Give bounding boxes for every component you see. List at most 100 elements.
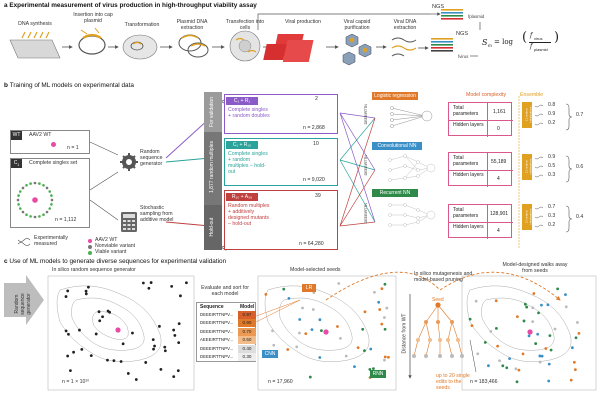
sequence-dot xyxy=(149,281,153,284)
seed-dot xyxy=(380,287,384,291)
training-set-2: C₁ + R₁₀ Complete singles + random multi… xyxy=(224,138,338,186)
validation-band xyxy=(204,92,222,132)
panel-c-title: Use of ML models to generate diverse seq… xyxy=(9,258,227,265)
seed-dot xyxy=(361,327,365,331)
landscape-2-dots xyxy=(263,282,390,379)
legend-wt: AAV2 WT xyxy=(95,237,118,243)
lr-params-label: Total parameters xyxy=(453,105,479,117)
seed-dot xyxy=(282,287,286,291)
legend-nonviable: Nonviable variant xyxy=(95,243,136,249)
step-viral-production: Viral production xyxy=(285,19,321,25)
training-set-1: C₁ + R₁ Complete singles + random double… xyxy=(224,94,338,134)
c1-tag: C1 xyxy=(11,159,22,168)
transfection-cell-icon xyxy=(229,30,261,62)
tree-node xyxy=(450,320,454,324)
ensemble-tag-3 xyxy=(522,204,532,230)
table-row-score: 0.70 xyxy=(238,327,256,336)
walk-dot xyxy=(501,364,505,368)
step-viral-dna-extraction: Viral DNA extraction xyxy=(393,19,417,31)
c1-tag-sub: 1 xyxy=(17,163,20,167)
sub-mutagenesis: In silico mutagenesis and model-based pr… xyxy=(414,271,473,283)
variant-dot xyxy=(25,213,28,217)
tree-node xyxy=(416,338,420,342)
tree-node xyxy=(446,338,450,342)
variant-dot xyxy=(21,210,25,214)
model-cnn-label: Convolutional NN xyxy=(372,142,422,150)
legend-viable-dot xyxy=(88,251,92,255)
walk-dot xyxy=(536,332,540,336)
sequence-dot xyxy=(185,281,188,285)
walk-dot xyxy=(474,299,478,303)
table-head-seq: Sequence xyxy=(200,304,224,310)
plasmid-extraction-icon xyxy=(178,34,209,58)
formula-sub: m xyxy=(488,43,492,48)
wt-dot xyxy=(323,329,329,335)
set2-title: C₁ + R₁₀ xyxy=(226,141,258,149)
walk-dot xyxy=(534,342,538,345)
variant-dot xyxy=(18,207,22,210)
ens-3-avg: 0.4 xyxy=(576,214,584,220)
wt-box: WT AAV2 WT n = 1 xyxy=(10,130,90,154)
variant-dot xyxy=(42,183,45,187)
walk-dot xyxy=(470,324,474,328)
sequence-dot xyxy=(64,295,68,298)
ens-3-3: 0.2 xyxy=(548,222,556,228)
seed-dot xyxy=(339,337,342,340)
wt-dot xyxy=(527,329,533,335)
wt-count: n = 1 xyxy=(67,145,79,151)
walk-dot xyxy=(531,306,535,310)
set3-title: R₁₀ + A₃₉ xyxy=(226,193,258,201)
variant-dot xyxy=(25,183,28,187)
walk-dot xyxy=(556,287,560,291)
rnn-tag: RNN xyxy=(370,370,386,378)
rnn-divider xyxy=(449,222,513,223)
walk-dot xyxy=(549,348,553,352)
table-row-sequence: DEEEIRTTNPV... xyxy=(200,354,234,359)
walk-dot xyxy=(564,305,568,309)
cnn-vdivider xyxy=(487,153,488,187)
walk-dot xyxy=(498,359,502,363)
ngs-top-label: NGS xyxy=(432,4,445,10)
rnn-network-icon xyxy=(388,203,436,227)
formula-fraction-bar xyxy=(529,42,551,43)
landscape-3-dots xyxy=(468,287,581,384)
variant-dot xyxy=(29,215,32,218)
c1-ring-dots xyxy=(16,181,54,219)
seed-dot xyxy=(295,345,299,349)
tree-node xyxy=(438,338,442,342)
panel-a-heading: a Experimental measurement of virus prod… xyxy=(4,2,257,9)
walk-dot xyxy=(522,319,526,323)
seed-dot xyxy=(369,347,373,351)
legend-wt-dot xyxy=(88,239,92,243)
c1-tag-letter: C xyxy=(13,160,18,166)
ens-2-avg: 0.6 xyxy=(576,164,584,170)
wt-tag: WT xyxy=(11,131,22,140)
seed-dot xyxy=(304,332,308,336)
table-row-score: 0.97 xyxy=(238,311,256,319)
walk-dot xyxy=(544,347,548,350)
seed-dot xyxy=(264,292,268,296)
formula-s: S xyxy=(482,38,488,47)
ens-1-1: 0.8 xyxy=(548,102,556,108)
set3-ring-label: 39 xyxy=(315,193,321,199)
ens-2-2: 0.5 xyxy=(548,163,556,169)
variant-dot xyxy=(33,215,37,219)
cnn-params-label: Total parameters xyxy=(453,155,479,167)
wt-label: AAV2 WT xyxy=(29,132,52,138)
lr-layers-value: 0 xyxy=(497,126,500,132)
walk-dot xyxy=(537,311,540,315)
sequence-dot xyxy=(173,334,177,337)
sequence-dot xyxy=(163,345,167,349)
walk-dot xyxy=(548,334,552,338)
sequence-dot xyxy=(97,310,101,314)
set2-desc: Complete singles + random multiples – ho… xyxy=(228,151,268,175)
seed-dot xyxy=(353,365,356,369)
c1-label: Complete singles set xyxy=(29,160,78,166)
walk-dot xyxy=(468,317,472,321)
sequence-dot xyxy=(163,349,167,353)
seed-dot xyxy=(310,328,314,332)
plasmid-insertion-icon xyxy=(78,27,106,55)
sequence-dot xyxy=(72,350,75,354)
sequence-dot xyxy=(94,332,98,336)
